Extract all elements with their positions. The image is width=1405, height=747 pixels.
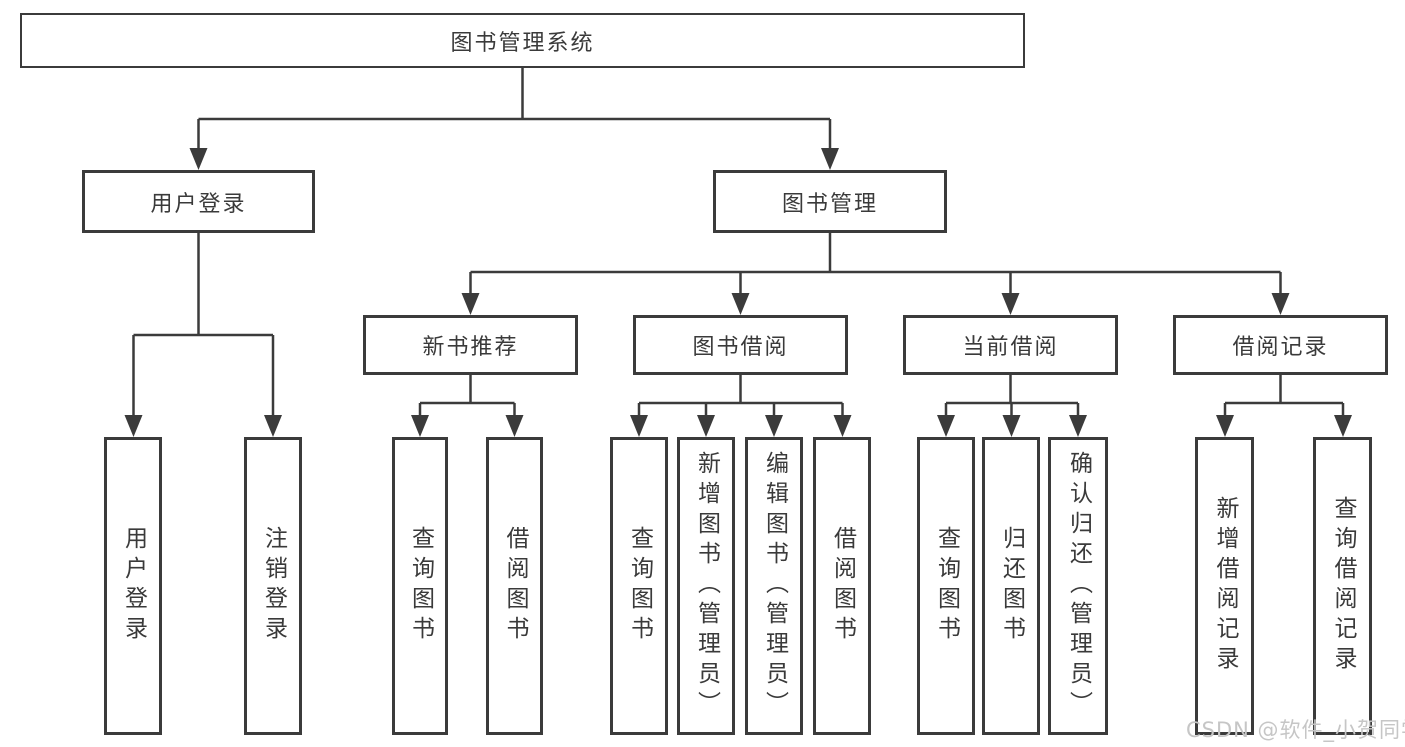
node-book-borrowing: 图书借阅 xyxy=(633,315,848,375)
edge-userlogin-to-leaves xyxy=(132,233,275,417)
leaf-query-books-3: 查询图书 xyxy=(917,437,975,735)
arrowheads xyxy=(124,148,1352,437)
leaf-borrow-books-2: 借阅图书 xyxy=(813,437,871,735)
leaf-query-books-2: 查询图书 xyxy=(610,437,668,735)
csdn-watermark: CSDN @软件_小贺同学 xyxy=(1186,718,1405,742)
node-new-book-recommend: 新书推荐 xyxy=(363,315,578,375)
node-current-borrowing: 当前借阅 xyxy=(903,315,1118,375)
node-borrow-records: 借阅记录 xyxy=(1173,315,1388,375)
leaf-query-books-1: 查询图书 xyxy=(392,437,448,735)
leaf-query-borrow-record: 查询借阅记录 xyxy=(1313,437,1372,735)
node-book-management-branch: 图书管理 xyxy=(713,170,947,233)
leaf-add-borrow-record: 新增借阅记录 xyxy=(1195,437,1254,735)
leaf-logout: 注销登录 xyxy=(244,437,302,735)
leaf-borrow-books-1: 借阅图书 xyxy=(486,437,543,735)
edge-currentborrow-to-leaves xyxy=(944,375,1080,417)
edge-bookmgmt-to-level3 xyxy=(469,233,1282,295)
leaf-user-login: 用户登录 xyxy=(104,437,162,735)
node-user-login-branch: 用户登录 xyxy=(82,170,315,233)
leaf-edit-book-admin: 编辑图书（管理员） xyxy=(745,437,803,735)
edge-root-to-level2 xyxy=(197,68,832,150)
node-root-library-system: 图书管理系统 xyxy=(20,13,1025,68)
leaf-add-book-admin: 新增图书（管理员） xyxy=(677,437,735,735)
edge-bookborrow-to-leaves xyxy=(637,375,844,417)
leaf-return-book: 归还图书 xyxy=(982,437,1040,735)
edge-newbook-to-leaves xyxy=(418,375,516,417)
leaf-confirm-return-admin: 确认归还（管理员） xyxy=(1048,437,1108,735)
edge-borrowrecord-to-leaves xyxy=(1223,375,1345,417)
